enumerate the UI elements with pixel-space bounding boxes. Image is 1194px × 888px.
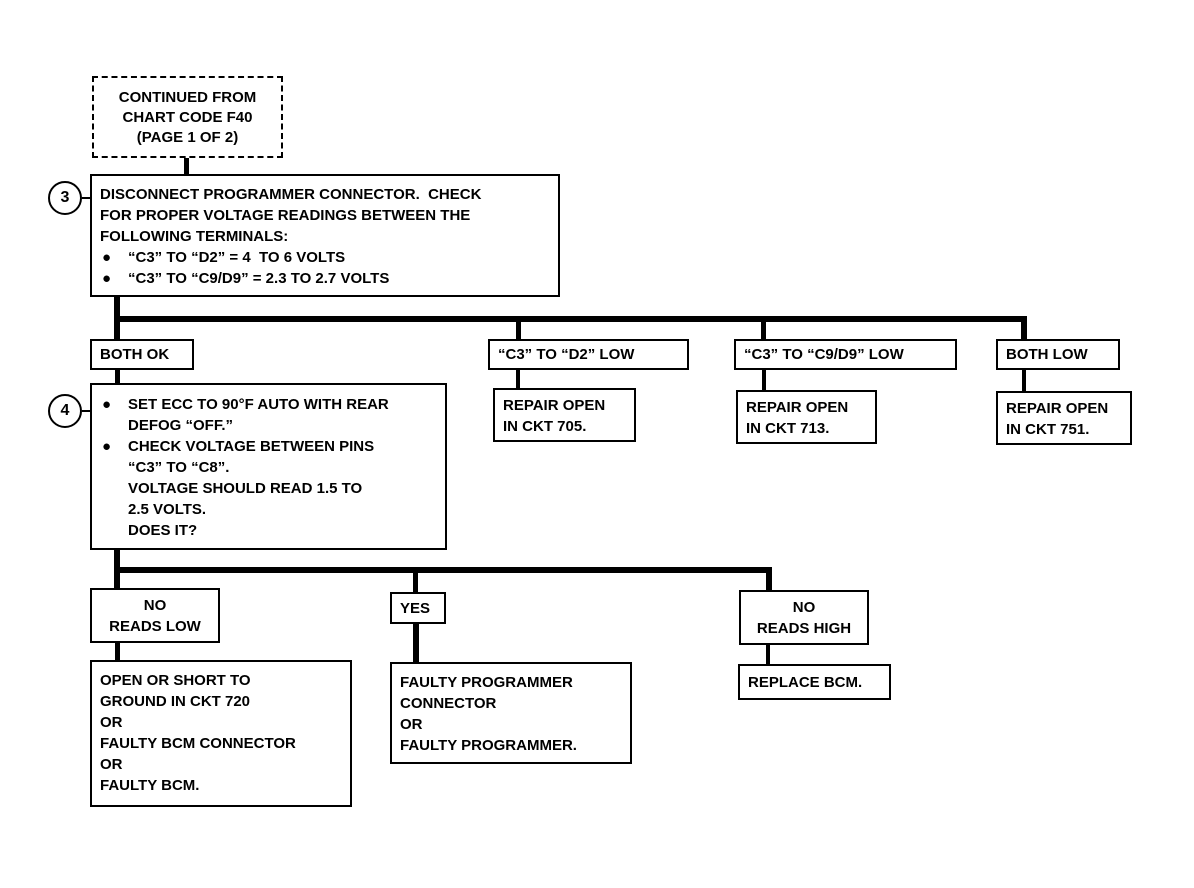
open-short-result-box: OPEN OR SHORT TO GROUND IN CKT 720 OR FA… <box>90 660 352 807</box>
d2-low-label: “C3” TO “D2” LOW <box>488 339 689 370</box>
result-line: OR <box>100 714 123 731</box>
result-line: OR <box>100 756 123 773</box>
bullet-icon: ● <box>102 396 112 413</box>
step-4-box: ● SET ECC TO 90°F AUTO WITH REAR DEFOG “O… <box>90 383 447 550</box>
no-low-line: NO <box>143 597 167 614</box>
yes-label: YES <box>390 592 446 624</box>
step-4-marker: 4 <box>48 394 82 428</box>
result-line: FAULTY BCM CONNECTOR <box>100 735 296 752</box>
repair-line: IN CKT 713. <box>746 420 830 437</box>
result-line: CONNECTOR <box>400 695 497 712</box>
step4-text: 2.5 VOLTS. <box>128 501 207 518</box>
connector-to-yes <box>413 567 418 593</box>
repair-line: REPAIR OPEN <box>746 399 849 416</box>
step4-text: DEFOG “OFF.” <box>128 417 233 434</box>
connector-to-d2-low <box>516 316 521 340</box>
step4-bullet: ● SET ECC TO 90°F AUTO WITH REAR <box>100 394 437 415</box>
result-line: OR <box>400 716 423 733</box>
bullet-icon: ● <box>102 438 112 455</box>
repair-ckt713-box: REPAIR OPEN IN CKT 713. <box>736 390 877 444</box>
connector-yes-to-result <box>413 623 419 663</box>
connector-to-no-high <box>766 567 772 591</box>
step4-text: SET ECC TO 90°F AUTO WITH REAR <box>128 396 389 413</box>
repair-line: REPAIR OPEN <box>1006 400 1109 417</box>
step3-bullet: ● “C3” TO “C9/D9” = 2.3 TO 2.7 VOLTS <box>100 268 550 289</box>
replace-bcm-result-box: REPLACE BCM. <box>738 664 891 700</box>
connector-d2-to-repair <box>516 369 520 389</box>
connector-start-to-step3 <box>184 157 189 177</box>
result-line: OPEN OR SHORT TO <box>100 672 251 689</box>
step-3-box: DISCONNECT PROGRAMMER CONNECTOR. CHECK F… <box>90 174 560 297</box>
no-high-line: NO <box>792 599 816 616</box>
bullet-icon: ● <box>102 270 112 287</box>
no-low-line: READS LOW <box>109 618 201 635</box>
step4-bullet: ● CHECK VOLTAGE BETWEEN PINS <box>100 436 437 457</box>
start-line: CONTINUED FROM <box>118 89 257 106</box>
repair-line: IN CKT 705. <box>503 418 587 435</box>
connector-bothlow-to-repair <box>1022 369 1026 392</box>
result-line: FAULTY BCM. <box>100 777 200 794</box>
connector-branch2-bar <box>114 567 772 573</box>
no-reads-low-label: NO READS LOW <box>90 588 220 643</box>
step4-text: CHECK VOLTAGE BETWEEN PINS <box>128 438 375 455</box>
connector-nolow-to-result <box>115 642 120 661</box>
both-ok-label: BOTH OK <box>90 339 194 370</box>
step4-text: DOES IT? <box>128 522 198 539</box>
start-line: CHART CODE F40 <box>122 109 253 126</box>
step4-text: “C3” TO “C8”. <box>128 459 230 476</box>
step3-bullet-text: “C3” TO “C9/D9” = 2.3 TO 2.7 VOLTS <box>128 270 390 287</box>
connector-bothok-to-step4 <box>115 369 120 384</box>
repair-ckt705-box: REPAIR OPEN IN CKT 705. <box>493 388 636 442</box>
start-line: (PAGE 1 OF 2) <box>136 129 239 146</box>
step3-bullet: ● “C3” TO “D2” = 4 TO 6 VOLTS <box>100 247 550 268</box>
step3-line: FOR PROPER VOLTAGE READINGS BETWEEN THE <box>100 207 471 224</box>
no-high-line: READS HIGH <box>756 620 852 637</box>
connector-c9-to-repair <box>762 369 766 391</box>
step3-line: FOLLOWING TERMINALS: <box>100 228 289 245</box>
connector-to-c9-low <box>761 316 766 340</box>
connector-nohigh-to-result <box>766 644 770 665</box>
connector-branch1-bar <box>114 316 1027 322</box>
repair-line: REPAIR OPEN <box>503 397 606 414</box>
step4-text: VOLTAGE SHOULD READ 1.5 TO <box>128 480 363 497</box>
step3-bullet-text: “C3” TO “D2” = 4 TO 6 VOLTS <box>128 249 346 266</box>
repair-line: IN CKT 751. <box>1006 421 1090 438</box>
faulty-programmer-result-box: FAULTY PROGRAMMER CONNECTOR OR FAULTY PR… <box>390 662 632 764</box>
no-reads-high-label: NO READS HIGH <box>739 590 869 645</box>
result-line: GROUND IN CKT 720 <box>100 693 251 710</box>
both-low-label: BOTH LOW <box>996 339 1120 370</box>
result-line: FAULTY PROGRAMMER. <box>400 737 577 754</box>
continued-from-box: CONTINUED FROM CHART CODE F40 (PAGE 1 OF… <box>92 76 283 158</box>
bullet-icon: ● <box>102 249 112 266</box>
step3-line: DISCONNECT PROGRAMMER CONNECTOR. CHECK <box>100 186 482 203</box>
connector-step3-circle-tick <box>82 197 91 199</box>
repair-ckt751-box: REPAIR OPEN IN CKT 751. <box>996 391 1132 445</box>
connector-step4-circle-tick <box>82 410 91 412</box>
connector-to-both-low <box>1021 316 1027 340</box>
result-line: FAULTY PROGRAMMER <box>400 674 573 691</box>
c9-low-label: “C3” TO “C9/D9” LOW <box>734 339 957 370</box>
step-3-marker: 3 <box>48 181 82 215</box>
